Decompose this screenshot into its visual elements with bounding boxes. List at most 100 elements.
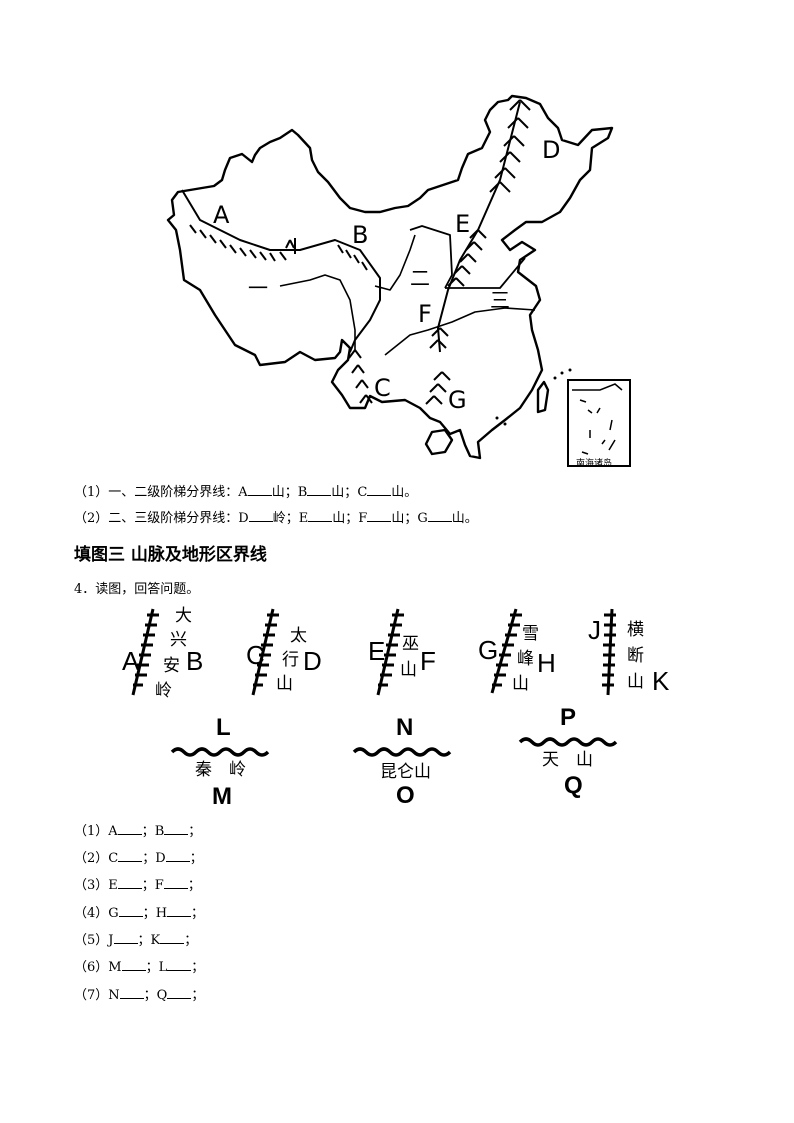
answer-line: （7）N；Q； [74,988,205,1003]
range-name-char: 岭 [155,681,172,701]
range-name-kun-lun-shan: 昆仑山 [380,762,431,782]
answer-blank[interactable] [163,878,188,889]
letter: G [417,511,428,526]
answer-blank[interactable] [118,851,143,862]
letter: G [108,906,119,921]
ridge-xue-feng-shan [490,608,522,694]
answer-number: （3） [74,878,109,893]
answer-blank[interactable] [167,988,192,999]
answer-blank[interactable] [121,960,146,971]
answer-line: （5）J；K； [74,933,198,948]
question-number: （2） [74,511,109,526]
ridge-da-xing-an-ling [131,608,159,696]
answer-blank[interactable] [160,933,185,944]
answer-blank[interactable] [119,988,144,999]
answer-blank[interactable] [117,878,142,889]
question-number: （1） [74,485,109,500]
suffix: 山 [271,485,285,500]
map-label-g: G [448,386,467,414]
map-outline [166,94,631,467]
range-label-l: L [216,714,231,741]
answer-line: （3）E；F； [74,878,201,893]
answer-blank[interactable] [117,824,142,835]
range-label-c: C [246,640,265,670]
taiwan-island [536,380,550,414]
map-label-b: B [352,221,369,249]
answer-blank[interactable] [165,851,190,862]
answer-number: （2） [74,851,109,866]
end-punct: 。 [464,511,478,526]
range-label-g: G [478,635,499,665]
range-label-d: D [303,646,322,676]
suffix: 山 [391,511,405,526]
letter: Q [156,988,168,1003]
answer-number: （6） [74,960,109,975]
range-name-char: 山 [627,672,644,692]
range-name-char: 峰 [517,649,534,669]
range-name-char: 巫 [402,634,419,654]
suffix: 山 [391,485,405,500]
answer-blank[interactable] [118,906,143,917]
answer-blank[interactable] [164,824,189,835]
inset-frame [567,379,631,467]
range-label-a: A [122,646,140,676]
range-name-char: 断 [627,646,644,666]
inset-label: 南海诸岛 [576,459,613,469]
letter: C [357,485,368,500]
map-label-e: E [455,210,471,238]
letter: D [238,511,249,526]
range-label-o: O [396,782,415,809]
answer-blank[interactable] [307,485,332,496]
hainan-island [424,428,454,456]
letter: E [108,878,118,893]
suffix: 山 [451,511,465,526]
range-label-b: B [186,646,204,676]
answer-number: （1） [74,824,109,839]
letter: B [297,485,308,500]
china-border [166,94,614,460]
answer-blank[interactable] [308,511,333,522]
answer-blank[interactable] [113,933,138,944]
letter: D [155,851,166,866]
letter: M [108,960,122,975]
range-name-char: 行 [282,650,299,670]
ridge-kun-lun-shan [352,747,452,757]
range-name-char: 山 [276,674,293,694]
letter: C [108,851,119,866]
mountain-symbols [189,99,531,405]
letter: L [158,960,168,975]
question-4-prompt: 4．读图，回答问题。 [74,582,200,597]
range-name-char: 大 [175,606,192,626]
range-name-char: 山 [400,660,417,680]
answer-blank[interactable] [167,906,192,917]
range-label-k: K [652,666,670,696]
range-name-char: 山 [512,674,529,694]
answer-blank[interactable] [167,960,192,971]
answer-number: （7） [74,988,109,1003]
answer-blank[interactable] [367,485,392,496]
china-terrain-map: A B C D E F G 一 二 三 南海诸岛 [160,90,640,470]
ridge-heng-duan-shan [602,608,616,696]
answer-blank[interactable] [367,511,392,522]
step-two-label: 二 [410,266,430,290]
range-name-char: 兴 [170,630,187,650]
range-name-qin-ling: 秦 岭 [195,760,246,780]
letter: N [108,988,120,1003]
answer-blank[interactable] [247,485,272,496]
range-label-m: M [212,783,232,810]
answer-line: （1）A；B； [74,824,202,839]
answer-blank[interactable] [427,511,452,522]
letter: F [358,511,368,526]
answer-blank[interactable] [248,511,273,522]
ridge-wu-shan [376,608,404,696]
answer-number: （4） [74,906,109,921]
range-name-char: 太 [290,626,307,646]
letter: A [108,824,118,839]
step-three-label: 三 [490,288,510,312]
suffix: 山 [331,485,345,500]
ridge-tian-shan [518,737,618,747]
answer-line: （4）G；H； [74,906,205,921]
range-label-p: P [560,704,577,731]
range-name-char: 安 [163,656,180,676]
map-label-f: F [418,300,432,328]
